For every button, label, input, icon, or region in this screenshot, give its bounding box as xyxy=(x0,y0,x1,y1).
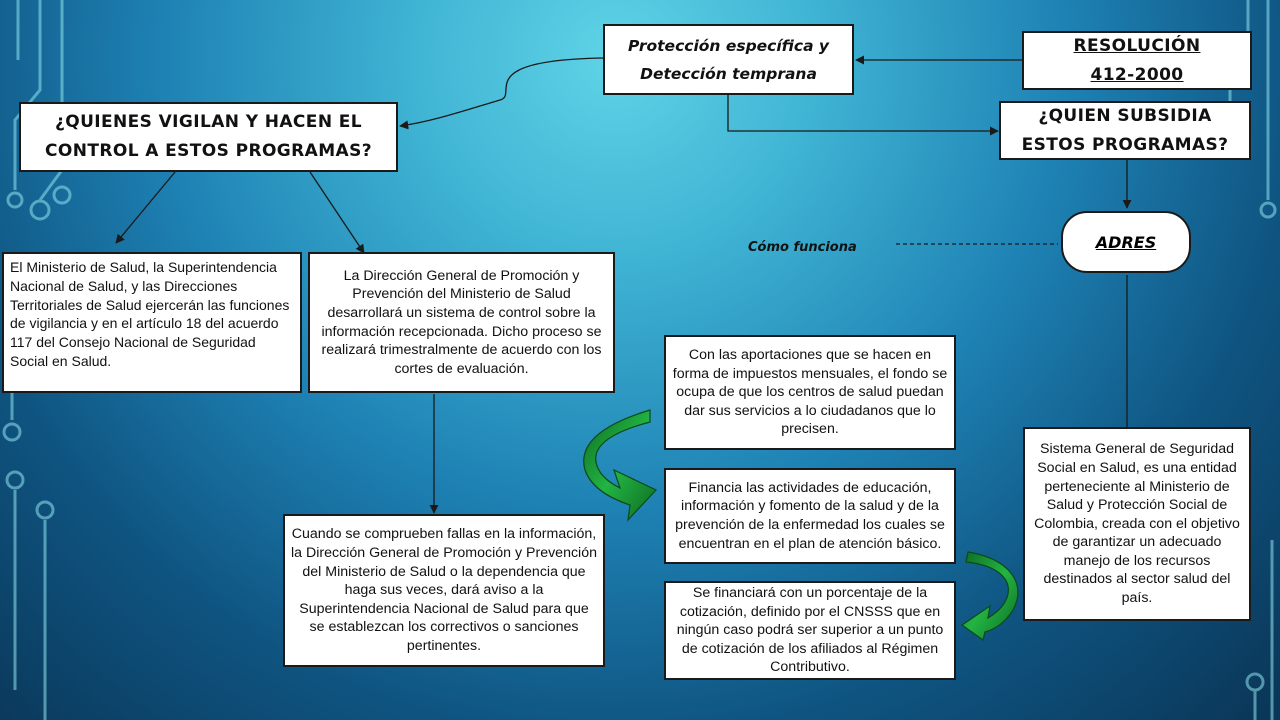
adres-label: ADRES xyxy=(1095,232,1157,252)
green-curved-arrow-1 xyxy=(583,409,657,522)
resolucion-label: RESOLUCIÓN 412-2000 xyxy=(1073,35,1201,85)
direccion-general-box: La Dirección General de Promoción y Prev… xyxy=(308,252,615,393)
sistema-general-text: Sistema General de Seguridad Social en S… xyxy=(1034,441,1240,607)
financia-text: Financia las actividades de educación, i… xyxy=(675,479,945,552)
aportaciones-text: Con las aportaciones que se hacen en for… xyxy=(672,347,948,438)
como-funciona-label: Cómo funciona xyxy=(748,240,857,255)
sistema-general-box: Sistema General de Seguridad Social en S… xyxy=(1023,427,1251,621)
arrow-proteccion-to-subsidia xyxy=(727,95,999,136)
quien-subsidia-box: ¿QUIEN SUBSIDIA ESTOS PROGRAMAS? xyxy=(999,101,1251,160)
ministerio-box: El Ministerio de Salud, la Superintenden… xyxy=(2,252,302,393)
quienes-vigilan-box: ¿QUIENES VIGILAN Y HACEN EL CONTROL A ES… xyxy=(19,102,398,172)
resolucion-box: RESOLUCIÓN 412-2000 xyxy=(1022,31,1252,90)
porcentaje-text: Se financiará con un porcentaje de la co… xyxy=(676,585,944,676)
green-curved-arrow-2 xyxy=(960,551,1019,642)
aportaciones-box: Con las aportaciones que se hacen en for… xyxy=(664,335,956,450)
adres-node: ADRES xyxy=(1061,211,1191,273)
proteccion-box: Protección específica y Detección tempra… xyxy=(603,24,854,95)
quienes-vigilan-label: ¿QUIENES VIGILAN Y HACEN EL CONTROL A ES… xyxy=(45,112,372,161)
porcentaje-box: Se financiará con un porcentaje de la co… xyxy=(664,581,956,680)
quien-subsidia-label: ¿QUIEN SUBSIDIA ESTOS PROGRAMAS? xyxy=(1021,105,1229,155)
ministerio-text: El Ministerio de Salud, la Superintenden… xyxy=(10,259,290,369)
arrow-vigilan-to-direccion xyxy=(309,171,365,254)
fallas-text: Cuando se comprueben fallas en la inform… xyxy=(291,526,597,654)
financia-box: Financia las actividades de educación, i… xyxy=(664,468,956,564)
arrow-vigilan-to-ministerio xyxy=(115,171,176,244)
arrow-proteccion-to-vigilan xyxy=(399,57,605,130)
fallas-box: Cuando se comprueben fallas en la inform… xyxy=(283,514,605,667)
direccion-general-text: La Dirección General de Promoción y Prev… xyxy=(321,267,602,377)
proteccion-label: Protección específica y Detección tempra… xyxy=(627,36,830,83)
